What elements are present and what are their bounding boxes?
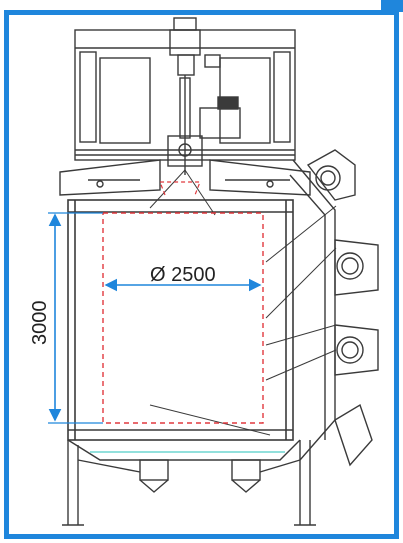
drive-motor bbox=[167, 17, 241, 175]
corner-tab bbox=[381, 0, 403, 12]
diameter-label: Ø 2500 bbox=[150, 264, 216, 286]
height-label: 3000 bbox=[29, 301, 51, 346]
blue-frame-border bbox=[4, 10, 399, 539]
dashed-working-volume bbox=[102, 212, 264, 424]
side-ducts bbox=[289, 149, 379, 467]
upper-shoulder bbox=[59, 159, 311, 196]
internal-cables bbox=[149, 169, 337, 436]
bottom-hopper bbox=[62, 439, 316, 526]
vessel-body bbox=[67, 199, 294, 441]
